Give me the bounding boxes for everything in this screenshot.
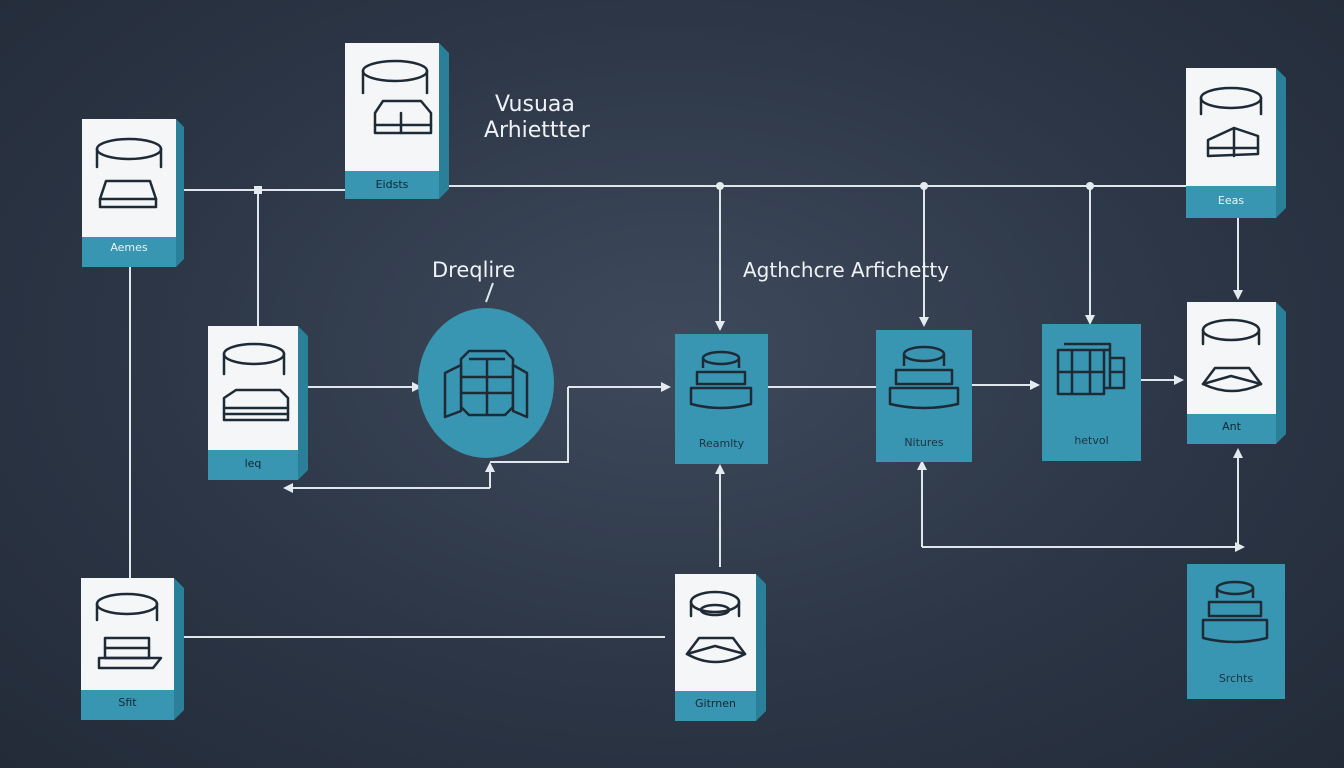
database-node-bottom-right[interactable]: Srchts [1187, 564, 1285, 699]
server-node-bottom-center[interactable]: Gitrnen [675, 574, 766, 721]
node-label: leq [244, 457, 262, 470]
node-label: Aemes [110, 241, 148, 254]
database-node-nitures[interactable]: Nitures [876, 330, 972, 462]
diagram-title-line1: Vusuaa [495, 92, 575, 117]
server-node-top-left[interactable]: Aemes [82, 119, 184, 267]
node-label: Eeas [1217, 194, 1245, 207]
server-node-mid-left[interactable]: leq [208, 326, 308, 480]
node-label: Sfit [118, 696, 137, 709]
node-label: Gitrnen [695, 697, 736, 710]
subtitle-right: Agthchcre Arfichetty [743, 258, 950, 282]
node-label: Reamlty [698, 437, 745, 450]
server-node-top-right[interactable]: Eeas [1186, 68, 1286, 218]
node-label: hetvol [1074, 434, 1109, 447]
database-node-reamlty[interactable]: Reamlty [675, 334, 768, 464]
module-node-hetvol[interactable]: hetvol [1042, 324, 1141, 461]
diagram-title-line2: Arhiettter [484, 118, 590, 143]
node-label: Ant [1222, 420, 1241, 433]
node-label: Eidsts [375, 178, 409, 191]
node-label: Nitures [904, 436, 944, 449]
subtitle-left: Dreqlire [432, 258, 516, 282]
central-hub-node[interactable] [417, 307, 555, 459]
server-node-right[interactable]: Ant [1187, 302, 1286, 444]
server-node-bottom-left[interactable]: Sfit [81, 578, 184, 720]
server-node-top-center[interactable]: Eidsts [345, 43, 449, 199]
node-label: Srchts [1218, 672, 1254, 685]
